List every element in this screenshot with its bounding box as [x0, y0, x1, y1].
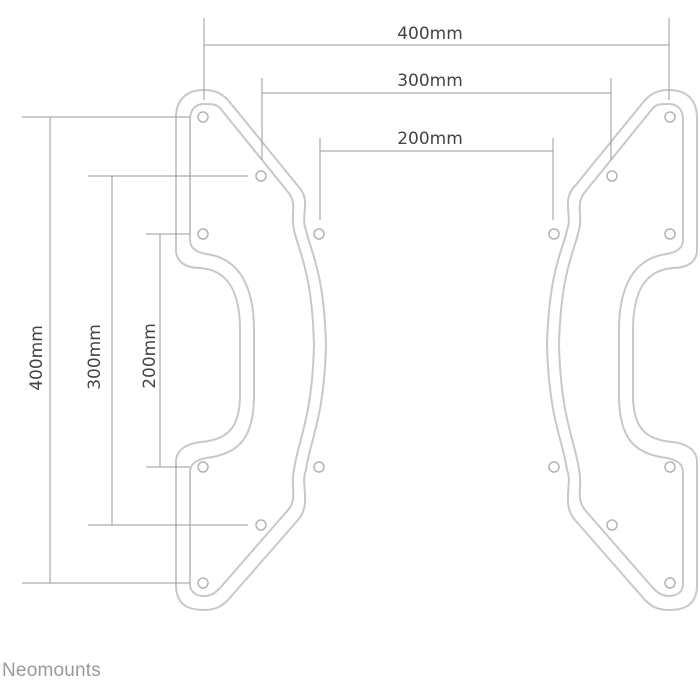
right-hole-300-bottom — [606, 519, 618, 531]
right-hole-edge-bottom — [664, 461, 676, 473]
dim-v-300-label: 300mm — [85, 324, 105, 390]
dim-v-400: 400mm — [22, 116, 190, 584]
left-hole-400-top — [197, 111, 209, 123]
left-adapter-plate — [175, 89, 327, 611]
left-plate-outline — [175, 89, 327, 611]
left-hole-edge-bottom — [197, 461, 209, 473]
horizontal-dimensions: 400mm 300mm 200mm — [203, 18, 670, 220]
left-hole-300-top — [255, 170, 267, 182]
dim-h-300: 300mm — [261, 71, 612, 160]
dim-h-400: 400mm — [203, 18, 670, 100]
dim-v-300: 300mm — [85, 175, 248, 526]
right-plate-outline — [546, 89, 698, 611]
right-adapter-plate — [546, 89, 698, 611]
left-plate-inner-outline — [189, 103, 315, 597]
dim-h-200: 200mm — [319, 129, 554, 220]
right-hole-300-top — [606, 170, 618, 182]
left-hole-300-bottom — [255, 519, 267, 531]
left-hole-edge-top — [197, 228, 209, 240]
left-hole-400-bottom — [197, 577, 209, 589]
right-hole-200-top — [548, 228, 560, 240]
left-hole-200-top — [313, 228, 325, 240]
dim-h-200-label: 200mm — [397, 129, 463, 149]
right-hole-400-bottom — [664, 577, 676, 589]
right-hole-400-top — [664, 111, 676, 123]
dim-h-300-label: 300mm — [397, 71, 463, 91]
right-hole-edge-top — [664, 228, 676, 240]
vertical-dimensions: 400mm 300mm 200mm — [22, 116, 248, 584]
dim-v-200: 200mm — [140, 233, 190, 468]
right-plate-inner-outline — [558, 103, 684, 597]
brand-logo-text: Neomounts — [2, 660, 101, 681]
left-hole-200-bottom — [313, 461, 325, 473]
right-hole-200-bottom — [548, 461, 560, 473]
dim-h-400-label: 400mm — [397, 24, 463, 44]
dim-v-400-label: 400mm — [27, 325, 47, 391]
dim-v-200-label: 200mm — [140, 323, 160, 389]
